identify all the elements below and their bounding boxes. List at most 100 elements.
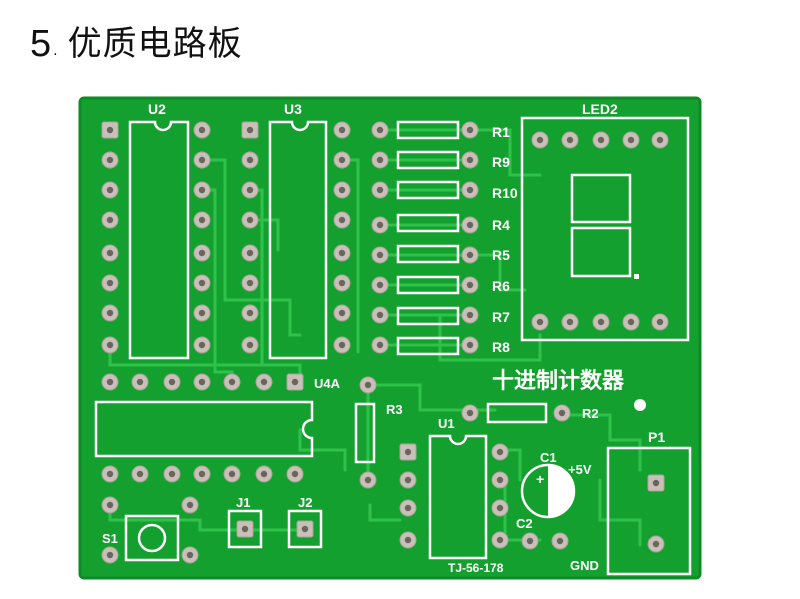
u2-pin: [101, 211, 119, 229]
r1-outline: [396, 120, 460, 140]
led-pin: [561, 131, 579, 149]
j2-pad: [296, 520, 314, 538]
u1-pin: [399, 531, 417, 549]
resistor-pad: [371, 181, 389, 199]
s1-button: [137, 523, 167, 553]
resistor-pad: [461, 276, 479, 294]
label-r6: R6: [492, 278, 510, 294]
heading-number: 5: [30, 23, 52, 65]
r7-outline: [396, 306, 460, 326]
u2-pin: [101, 274, 119, 292]
label-r4: R4: [492, 217, 510, 233]
u4a-pin: [286, 373, 304, 391]
u1-pin: [491, 499, 509, 517]
resistor-pad: [371, 151, 389, 169]
led-pin: [651, 131, 669, 149]
led-pin: [622, 131, 640, 149]
r9-outline: [396, 150, 460, 170]
label-led2: LED2: [582, 101, 618, 117]
u4a-pin: [131, 465, 149, 483]
s1-pad: [101, 496, 119, 514]
j2-outline: [287, 509, 323, 549]
u3-pin: [333, 244, 351, 262]
resistor-pad: [461, 121, 479, 139]
u2-pin: [193, 274, 211, 292]
u2-pin: [101, 244, 119, 262]
u4a-pin: [286, 465, 304, 483]
s1-outline: [124, 514, 180, 562]
u2-pin: [101, 151, 119, 169]
u3-pin: [333, 274, 351, 292]
u2-pin: [193, 336, 211, 354]
resistor-pad: [461, 216, 479, 234]
u2-pin: [193, 121, 211, 139]
label-c1: C1: [540, 450, 557, 465]
u2-pin: [193, 151, 211, 169]
label-r9: R9: [492, 154, 510, 170]
resistor-pad: [461, 336, 479, 354]
c1-polarity-fill: [548, 465, 574, 517]
resistor-pad: [461, 306, 479, 324]
u4a-pin: [193, 373, 211, 391]
resistor-pad: [371, 276, 389, 294]
c1-dot: [634, 399, 646, 411]
resistor-pad: [371, 121, 389, 139]
resistor-pad: [371, 216, 389, 234]
resistor-pad: [371, 336, 389, 354]
u4a-pin: [255, 373, 273, 391]
p1-pin: [647, 535, 665, 553]
u1-pin: [491, 471, 509, 489]
heading-title: 优质电路板: [67, 24, 243, 64]
r4-outline: [396, 213, 460, 233]
label-s1: S1: [102, 531, 118, 546]
r6-outline: [396, 275, 460, 295]
u3-pin: [241, 274, 259, 292]
seven-seg-digit: [570, 173, 632, 278]
u1-outline: [428, 434, 488, 560]
j1-outline: [227, 509, 263, 549]
u3-pin: [241, 211, 259, 229]
resistor-pad: [371, 246, 389, 264]
p1-pin: [647, 474, 665, 492]
resistor-pad: [461, 151, 479, 169]
led-pin: [592, 313, 610, 331]
u1-pin: [399, 443, 417, 461]
s1-pad: [181, 546, 199, 564]
resistor-pad: [371, 306, 389, 324]
label-r1: R1: [492, 124, 510, 140]
led-pin: [592, 131, 610, 149]
u4a-pin: [163, 373, 181, 391]
u3-pin: [333, 211, 351, 229]
r2-pad: [461, 404, 479, 422]
u1-pin: [491, 531, 509, 549]
r3-outline: [354, 402, 376, 464]
r10-outline: [396, 180, 460, 200]
label-p1: P1: [648, 429, 665, 445]
c2-pad: [521, 532, 539, 550]
label-gnd: GND: [570, 558, 599, 573]
led-pin: [622, 313, 640, 331]
label-u3: U3: [284, 101, 302, 117]
u4a-pin: [255, 465, 273, 483]
u3-pin: [333, 304, 351, 322]
c2-pad: [551, 532, 569, 550]
label-c2: C2: [516, 516, 533, 531]
u2-pin: [101, 304, 119, 322]
u3-pin: [333, 336, 351, 354]
u3-pin: [241, 121, 259, 139]
page-heading: 5 . 优质电路板: [30, 14, 243, 66]
u2-outline: [128, 120, 190, 360]
u2-pin: [193, 304, 211, 322]
u3-pin: [241, 181, 259, 199]
r2-outline: [486, 402, 548, 424]
r8-outline: [396, 336, 460, 356]
label-r8: R8: [492, 339, 510, 355]
u4a-outline: [94, 400, 314, 458]
u3-pin: [241, 304, 259, 322]
led2-outline: [520, 116, 690, 342]
u2-pin: [193, 244, 211, 262]
u4a-pin: [223, 465, 241, 483]
r3-pad: [359, 471, 377, 489]
silkscreen: [94, 116, 692, 576]
j1-pad: [236, 520, 254, 538]
